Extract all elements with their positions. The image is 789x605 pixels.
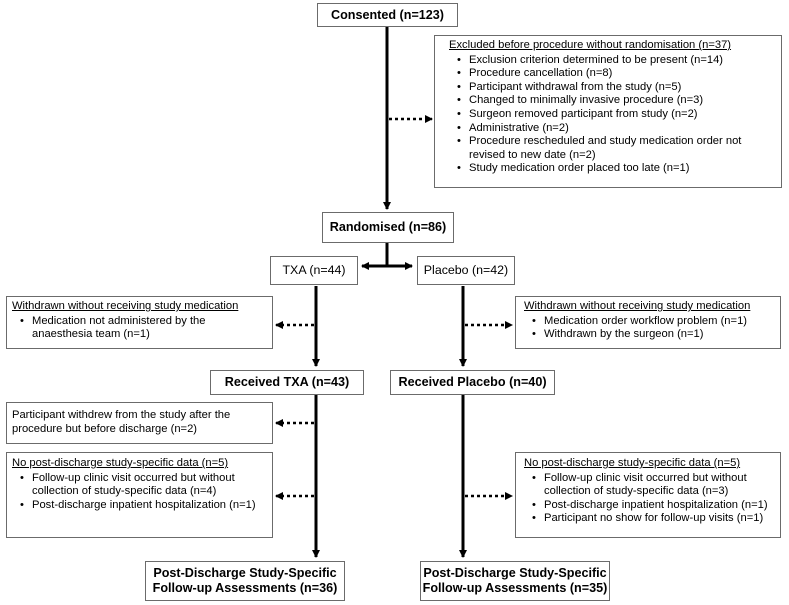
- list-item: Administrative (n=2): [457, 122, 775, 136]
- list-item: Follow-up clinic visit occurred but with…: [532, 472, 776, 499]
- list-item: Participant no show for follow-up visits…: [532, 512, 776, 526]
- no-data-placebo-list: Follow-up clinic visit occurred but with…: [524, 472, 776, 526]
- placebo-box: Placebo (n=42): [417, 256, 515, 285]
- received-txa-box: Received TXA (n=43): [210, 370, 364, 395]
- list-item: Exclusion criterion determined to be pre…: [457, 54, 775, 68]
- received-placebo-box: Received Placebo (n=40): [390, 370, 555, 395]
- withdrawn-placebo-box: Withdrawn without receiving study medica…: [515, 296, 781, 349]
- list-item: Changed to minimally invasive procedure …: [457, 94, 775, 108]
- withdrawn-placebo-list: Medication order workflow problem (n=1) …: [524, 315, 776, 342]
- followup-placebo-box: Post-Discharge Study-Specific Follow-up …: [420, 561, 610, 601]
- list-item: Withdrawn by the surgeon (n=1): [532, 328, 776, 342]
- withdrawn-txa-heading: Withdrawn without receiving study medica…: [12, 300, 239, 312]
- no-data-txa-heading: No post-discharge study-specific data (n…: [12, 457, 229, 469]
- excluded-box: Excluded before procedure without random…: [434, 35, 782, 188]
- excluded-heading: Excluded before procedure without random…: [449, 39, 732, 51]
- excluded-list: Exclusion criterion determined to be pre…: [449, 54, 775, 176]
- followup-placebo-line-2: Follow-up Assessments (n=35): [422, 581, 608, 595]
- list-item: Participant withdrawal from the study (n…: [457, 81, 775, 95]
- withdrawn-txa-box: Withdrawn without receiving study medica…: [6, 296, 273, 349]
- withdrawn-placebo-heading: Withdrawn without receiving study medica…: [524, 300, 751, 312]
- list-item: Medication order workflow problem (n=1): [532, 315, 776, 329]
- list-item: Procedure rescheduled and study medicati…: [457, 135, 775, 162]
- followup-placebo-line-1: Post-Discharge Study-Specific: [423, 566, 607, 580]
- no-data-txa-list: Follow-up clinic visit occurred but with…: [12, 472, 268, 513]
- no-data-txa-box: No post-discharge study-specific data (n…: [6, 452, 273, 538]
- consented-box: Consented (n=123): [317, 3, 458, 27]
- withdrawn-txa-list: Medication not administered by the anaes…: [12, 315, 268, 342]
- list-item: Surgeon removed participant from study (…: [457, 108, 775, 122]
- no-data-placebo-box: No post-discharge study-specific data (n…: [515, 452, 781, 538]
- list-item: Medication not administered by the anaes…: [20, 315, 268, 342]
- followup-txa-line-1: Post-Discharge Study-Specific: [153, 566, 337, 580]
- withdrew-after-box: Participant withdrew from the study afte…: [6, 402, 273, 444]
- list-item: Post-discharge inpatient hospitalization…: [20, 499, 268, 513]
- randomised-box: Randomised (n=86): [322, 212, 454, 243]
- no-data-placebo-heading: No post-discharge study-specific data (n…: [524, 457, 741, 469]
- followup-txa-line-2: Follow-up Assessments (n=36): [152, 581, 338, 595]
- followup-txa-box: Post-Discharge Study-Specific Follow-up …: [145, 561, 345, 601]
- list-item: Post-discharge inpatient hospitalization…: [532, 499, 776, 513]
- list-item: Follow-up clinic visit occurred but with…: [20, 472, 268, 499]
- list-item: Study medication order placed too late (…: [457, 162, 775, 176]
- txa-box: TXA (n=44): [270, 256, 358, 285]
- list-item: Procedure cancellation (n=8): [457, 67, 775, 81]
